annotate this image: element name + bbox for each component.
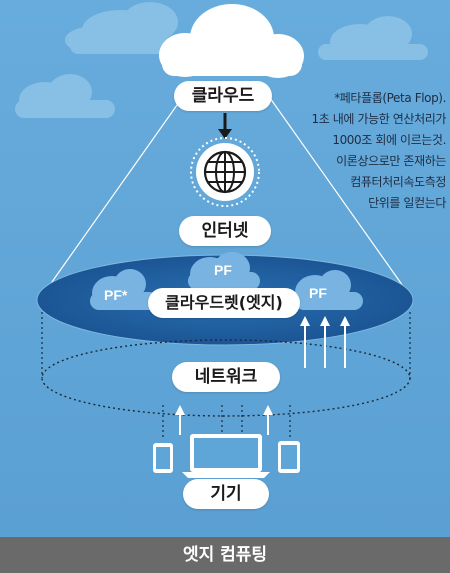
- pf-label-right: PF: [309, 285, 327, 301]
- phone-icon: [278, 441, 300, 473]
- footnote-line: 컴퓨터처리속도측정: [350, 175, 446, 189]
- sky-cloud-left: [15, 74, 115, 118]
- footnote-line: *페타플롭(Peta Flop).: [334, 91, 446, 105]
- network-label: 네트워크: [172, 362, 280, 392]
- devices-label: 기기: [183, 479, 269, 509]
- footnote-line: 단위를 일컫는다: [368, 196, 446, 210]
- uplink-arrows: [300, 316, 350, 368]
- network-ring: [41, 339, 411, 417]
- sky-cloud-right: [318, 16, 428, 60]
- footnote-line: 1초 내에 가능한 연산처리가: [311, 112, 446, 126]
- main-cloud: [159, 4, 304, 78]
- globe-icon: [190, 137, 260, 207]
- sky-cloud-top-left: [65, 2, 180, 54]
- cone-lines: [41, 97, 411, 297]
- pf-cloud-right: [295, 270, 363, 310]
- pf-cloud-left: [90, 269, 158, 310]
- footnote: *페타플롭(Peta Flop). 1초 내에 가능한 연산처리가 1000조 …: [262, 88, 446, 214]
- sky-clouds: [15, 2, 428, 118]
- arrow-icon: [218, 113, 232, 139]
- dashed-verticals: [41, 312, 411, 378]
- pf-label-center: PF: [214, 262, 232, 278]
- internet-label: 인터넷: [179, 216, 271, 246]
- device-links: [162, 405, 291, 440]
- laptop-icon: [182, 434, 270, 478]
- pf-clouds: [90, 252, 363, 310]
- footnote-line: 이론상으로만 존재하는: [336, 154, 446, 168]
- footer-title: 엣지 컴퓨팅: [0, 537, 450, 573]
- cloudlet-label: 클라우드렛(엣지): [148, 288, 300, 318]
- tablet-icon: [153, 443, 173, 473]
- pf-cloud-center: [188, 252, 260, 291]
- pf-label-left: PF*: [104, 287, 128, 303]
- footnote-line: 1000조 회에 이르는것.: [332, 133, 446, 147]
- device-arrows: [175, 405, 273, 435]
- cloud-label: 클라우드: [174, 81, 272, 111]
